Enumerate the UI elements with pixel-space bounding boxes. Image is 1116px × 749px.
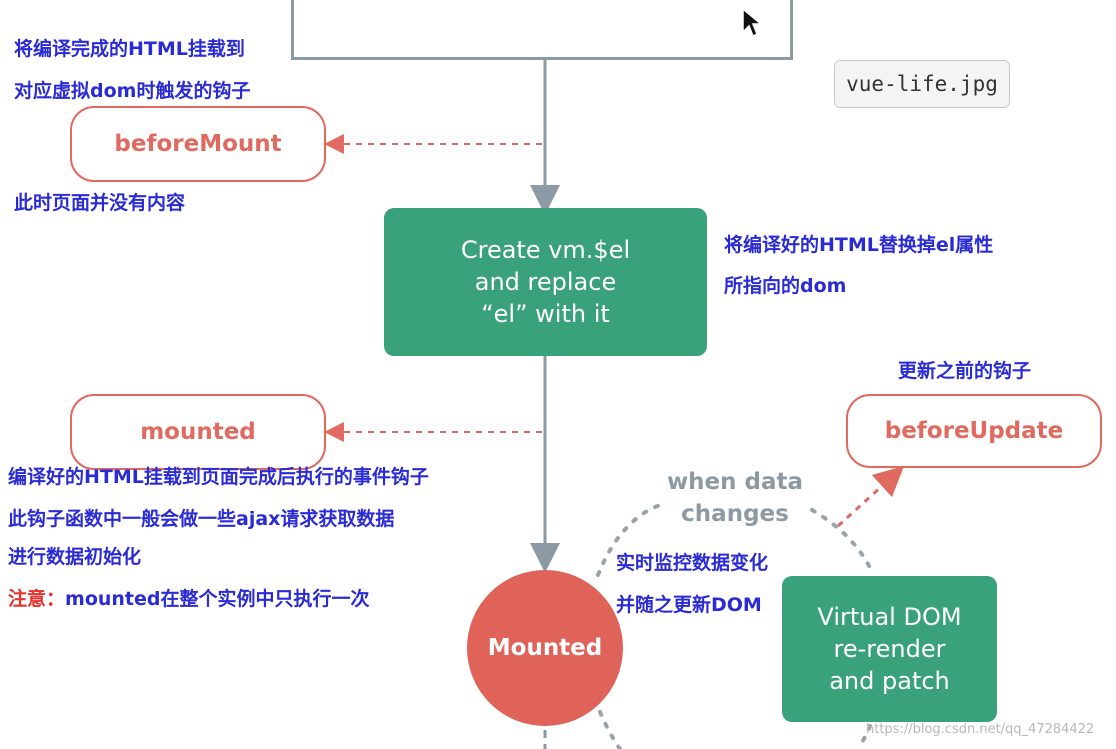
label-when-data-line2: changes (681, 501, 789, 527)
note-mounted-once: mounted在整个实例中只执行一次 (65, 588, 370, 610)
note-mounted-line3: 进行数据初始化 (8, 546, 142, 568)
note-replace-line2: 所指向的dom (724, 275, 847, 297)
note-before-update: 更新之前的钩子 (898, 360, 1032, 382)
file-name-tag: vue-life.jpg (834, 60, 1010, 108)
step-create-line3: “el” with it (481, 300, 610, 328)
watermark-url: https://blog.csdn.net/qq_47284422 (866, 722, 1095, 737)
update-loop-arc-right (810, 508, 874, 574)
template-compile-box (291, 0, 793, 60)
step-virtual-dom-rerender: Virtual DOM re-render and patch (782, 576, 997, 722)
note-before-mount-line3: 此时页面并没有内容 (14, 192, 186, 214)
hook-before-update: beforeUpdate (846, 394, 1102, 468)
label-when-data-line1: when data (666, 469, 804, 495)
step-vdom-line2: re-render (833, 635, 946, 663)
step-create-line1: Create vm.$el (460, 236, 631, 264)
note-replace-line1: 将编译好的HTML替换掉el属性 (724, 234, 994, 256)
note-watch-line1: 实时监控数据变化 (616, 552, 769, 574)
state-mounted-circle: Mounted (467, 570, 623, 726)
note-before-mount-line1: 将编译完成的HTML挂载到 (14, 38, 245, 60)
step-create-vm-el: Create vm.$el and replace “el” with it (384, 208, 707, 356)
note-mounted-line2: 此钩子函数中一般会做一些ajax请求获取数据 (8, 508, 395, 530)
arrow-to-beforeupdate (836, 465, 905, 528)
step-create-line2: and replace (474, 268, 617, 296)
update-loop-arc-left (596, 503, 662, 577)
label-when-data-changes: when data changes (650, 466, 820, 530)
note-watch-line2: 并随之更新DOM (616, 594, 762, 616)
hook-mounted: mounted (70, 394, 326, 470)
hook-before-mount: beforeMount (70, 106, 326, 182)
step-vdom-line1: Virtual DOM (817, 603, 962, 631)
note-mounted-line1: 编译好的HTML挂载到页面完成后执行的事件钩子 (8, 466, 429, 488)
update-loop-arc-bottom-right (856, 724, 872, 749)
note-mounted-warning: 注意： (8, 588, 66, 610)
note-before-mount-line2: 对应虚拟dom时触发的钩子 (14, 80, 251, 102)
step-vdom-line3: and patch (829, 667, 950, 695)
note-mounted-line4: 注意：mounted在整个实例中只执行一次 (8, 588, 370, 610)
cursor-icon (742, 7, 764, 38)
update-loop-arc-bottom (598, 710, 622, 749)
